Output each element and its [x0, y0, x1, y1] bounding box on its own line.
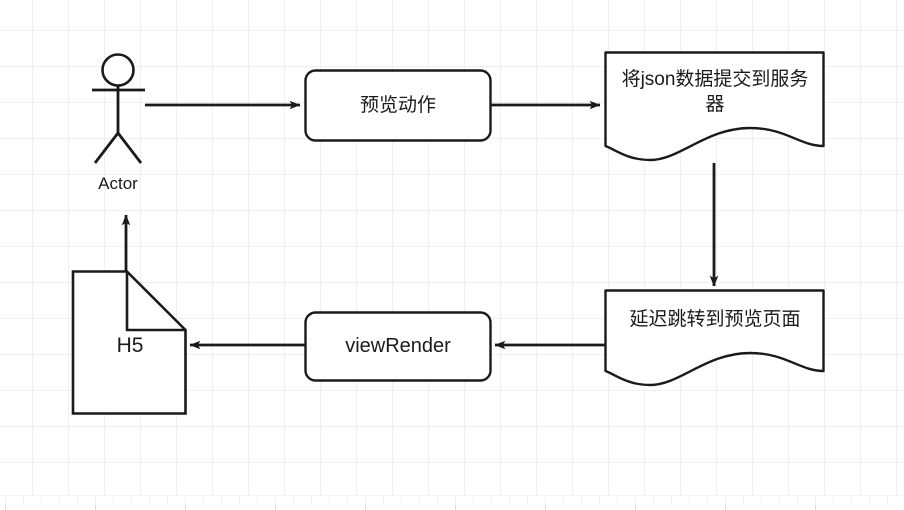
- view-render-hit-area[interactable]: [305, 312, 491, 381]
- submit-json-hit-area[interactable]: [605, 52, 824, 160]
- actor-right-leg-line: [116, 132, 143, 164]
- node-preview-action-shape[interactable]: [304, 69, 492, 142]
- actor-left-leg-line: [93, 132, 120, 164]
- node-delay-redirect-shape[interactable]: [604, 289, 825, 387]
- actor-hit-area[interactable]: [92, 50, 148, 170]
- preview-action-hit-area[interactable]: [305, 70, 491, 141]
- node-h5-page-shape[interactable]: [71, 270, 187, 415]
- actor-figure[interactable]: [92, 53, 145, 164]
- delay-redirect-hit-area[interactable]: [605, 290, 824, 385]
- h5-fold-lines: [125, 271, 186, 332]
- node-submit-json-shape[interactable]: [604, 51, 825, 162]
- h5-page-hit-area[interactable]: [73, 271, 186, 414]
- node-view-render-shape[interactable]: [304, 311, 492, 382]
- bottom-ruler[interactable]: [0, 495, 904, 510]
